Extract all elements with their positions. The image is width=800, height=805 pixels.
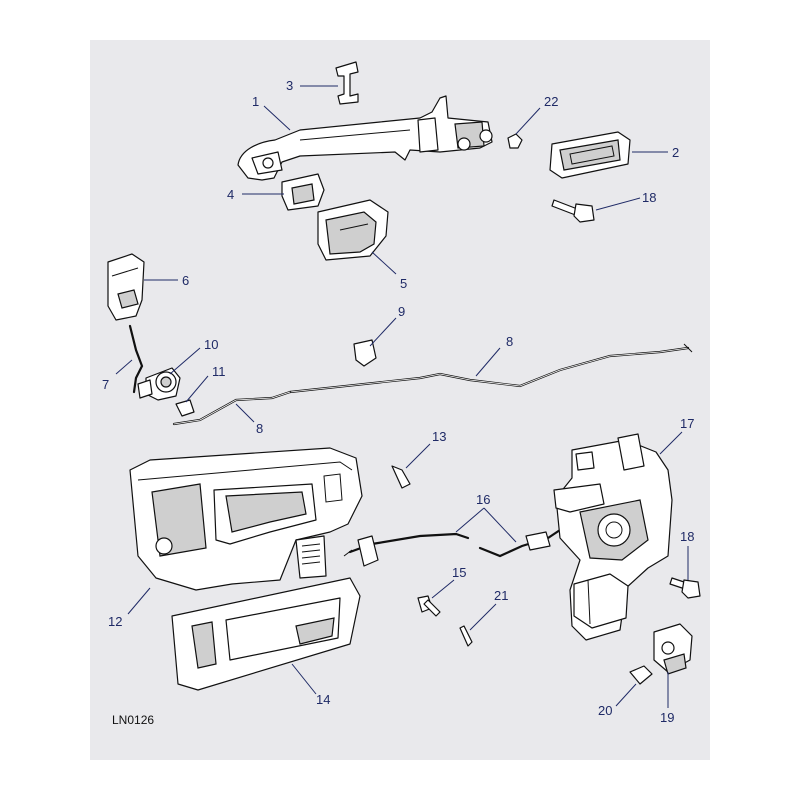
leader-21 [469, 603, 497, 631]
leader-16b [483, 507, 517, 543]
inner-handle-housing-part-12 [129, 447, 363, 591]
callout-4: 4 [227, 187, 234, 202]
leader-lines [115, 85, 689, 708]
rod-clip-part-9 [353, 339, 377, 367]
leader-16a [455, 507, 485, 533]
callout-17: 17 [680, 416, 694, 431]
leader-10 [169, 347, 201, 375]
bolt-part-15 [417, 595, 441, 617]
leader-18a [595, 197, 641, 211]
callout-13: 13 [432, 429, 446, 444]
leader-17 [659, 431, 683, 455]
callout-3: 3 [286, 78, 293, 93]
leader-7 [115, 359, 133, 375]
release-cable-part-16 [343, 524, 568, 567]
callout-18a: 18 [642, 190, 656, 205]
nut-part-22 [507, 133, 523, 149]
lock-rod-part-7 [128, 324, 144, 394]
bolt-part-18-lower [669, 577, 701, 599]
gasket-part-2 [549, 131, 631, 179]
callout-labels: 1 2 3 4 5 6 7 8 8 9 10 11 12 13 14 15 16… [102, 78, 694, 725]
screw-part-11 [175, 399, 195, 417]
callout-21: 21 [494, 588, 508, 603]
outer-handle-part-1 [237, 95, 493, 181]
callout-10: 10 [204, 337, 218, 352]
callout-16: 16 [476, 492, 490, 507]
reference-code: LN0126 [112, 713, 154, 727]
callout-8a: 8 [506, 334, 513, 349]
leader-14 [291, 663, 317, 695]
callout-6: 6 [182, 273, 189, 288]
callout-19: 19 [660, 710, 674, 725]
leader-11 [185, 375, 209, 403]
lock-cap-part-6 [107, 253, 145, 321]
striker-part-19 [653, 623, 693, 675]
bolt-part-21 [459, 625, 473, 647]
screw-part-20 [629, 665, 653, 685]
latch-assembly-part-17 [553, 433, 673, 641]
leader-22 [515, 107, 541, 135]
callout-8b: 8 [256, 421, 263, 436]
leader-15 [431, 579, 455, 599]
callout-2: 2 [672, 145, 679, 160]
callout-9: 9 [398, 304, 405, 319]
bracket-part-5 [317, 199, 389, 261]
leader-1 [263, 105, 291, 131]
leader-5 [371, 251, 397, 275]
callout-14: 14 [316, 692, 330, 707]
callout-1: 1 [252, 94, 259, 109]
callout-11: 11 [212, 364, 226, 379]
callout-20: 20 [598, 703, 612, 718]
leader-20 [615, 683, 637, 707]
clip-part-3 [335, 61, 359, 105]
callout-12: 12 [108, 614, 122, 629]
callout-15: 15 [452, 565, 466, 580]
leader-9 [369, 317, 397, 347]
callout-22: 22 [544, 94, 558, 109]
callout-5: 5 [400, 276, 407, 291]
leader-8b [235, 403, 255, 423]
bolt-part-18-upper [551, 199, 595, 223]
screw-part-13 [391, 465, 411, 489]
callout-7: 7 [102, 377, 109, 392]
callout-18b: 18 [680, 529, 694, 544]
insert-part-4 [281, 173, 325, 211]
release-rod-part-8 [172, 343, 693, 426]
bezel-part-14 [171, 577, 361, 691]
leader-8a [475, 347, 501, 377]
lock-barrel-part-10 [137, 367, 181, 401]
leader-13 [405, 443, 431, 469]
leader-12 [127, 587, 151, 615]
